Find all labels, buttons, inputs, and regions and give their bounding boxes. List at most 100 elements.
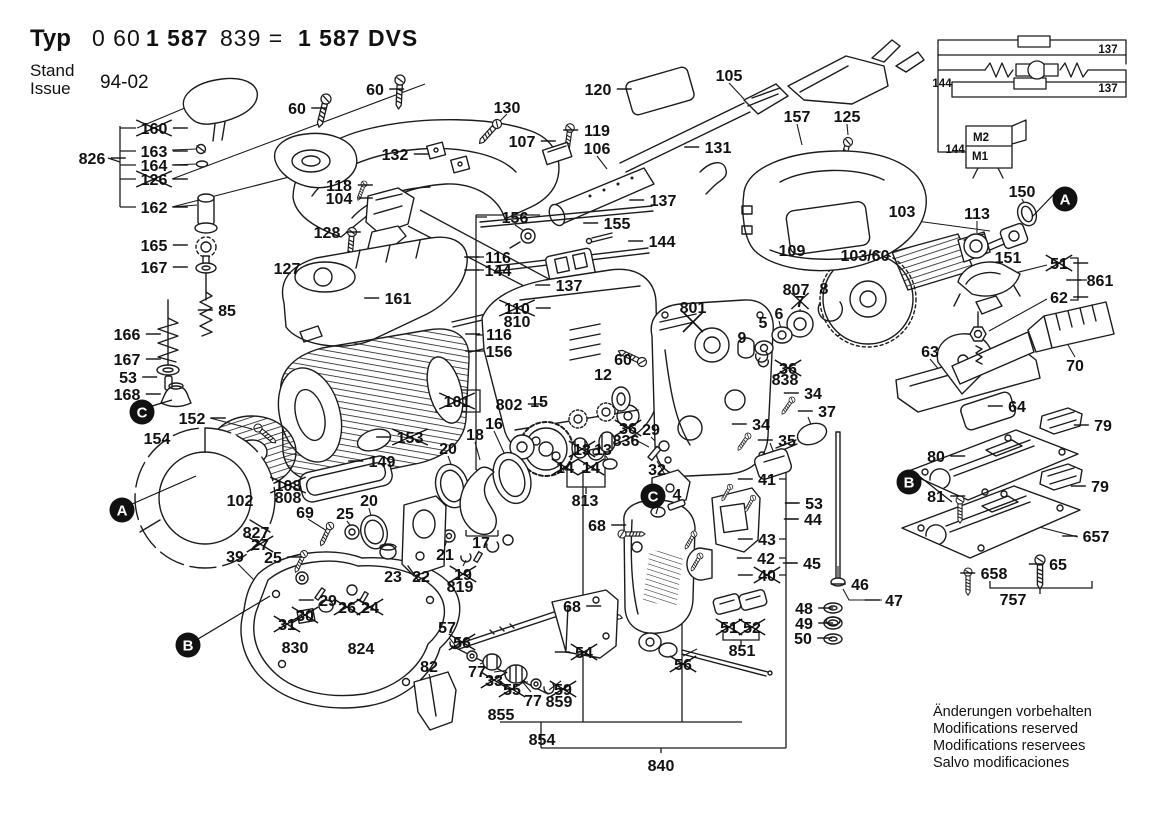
wiring-diagram: [937, 35, 1127, 179]
screw-69-icon: [316, 520, 336, 548]
part-label-167: 167: [114, 352, 141, 369]
part-label-25: 25: [264, 550, 282, 567]
note-de: Änderungen vorbehalten: [933, 703, 1092, 720]
part-label-826: 826: [79, 151, 106, 168]
marker-leader: [1031, 192, 1056, 218]
strike-mark: [356, 598, 384, 616]
section-marker-B-letter: B: [904, 475, 915, 492]
part-label-168: 168: [114, 387, 141, 404]
x-mark: [682, 311, 704, 333]
type-code-part3: 839 =: [220, 25, 283, 51]
section-marker-C-letter: C: [648, 489, 659, 506]
strike-mark: [333, 598, 361, 616]
part-label-144: 144: [932, 78, 952, 90]
strike-mark: [498, 299, 536, 317]
rod-46: [830, 431, 846, 587]
part-label-137: 137: [1098, 83, 1117, 95]
part-label-137: 137: [556, 278, 583, 295]
part-label-109: 109: [779, 243, 806, 260]
part-label-164: 164: [141, 158, 168, 175]
part-label-813: 813: [572, 493, 599, 510]
issue-date: 94-02: [100, 72, 149, 93]
part-label-48: 48: [795, 601, 813, 618]
part-label-42: 42: [757, 551, 775, 568]
rear-cap-127: [281, 236, 468, 347]
part-label-144: 144: [649, 234, 676, 251]
field-coil-102: [277, 328, 470, 483]
part-label-68: 68: [563, 599, 581, 616]
grommet-156: [509, 228, 536, 249]
strike-mark: [273, 615, 301, 633]
part-label-165: 165: [141, 238, 168, 255]
part-label-808: 808: [275, 490, 302, 507]
strike-mark: [774, 359, 802, 377]
knob-160: [182, 77, 259, 168]
part-label-45: 45: [803, 556, 821, 573]
part-label-658: 658: [981, 566, 1008, 583]
part-label-29: 29: [642, 422, 660, 439]
part-label-130: 130: [494, 100, 521, 117]
part-label-810: 810: [504, 314, 531, 331]
screw-65-icon: [1034, 554, 1046, 590]
part-label-104: 104: [326, 191, 353, 208]
part-label-5: 5: [759, 315, 768, 332]
section-marker-A-letter: A: [1060, 192, 1071, 209]
part-label-120: 120: [585, 82, 612, 99]
gasket-151: [999, 222, 1029, 250]
strike-mark: [753, 566, 781, 584]
pinions-813: [568, 402, 616, 459]
strike-mark: [614, 419, 642, 437]
label-plate-120: [625, 66, 695, 116]
part-label-79: 79: [1091, 479, 1109, 496]
part-label-62: 62: [1050, 290, 1068, 307]
part-label-155: 155: [604, 216, 631, 233]
strike-mark: [448, 633, 476, 651]
strike-mark: [391, 428, 429, 446]
ring-16: [492, 451, 532, 505]
washer-164-icon: [195, 160, 209, 168]
plates-51-52: [712, 589, 768, 615]
knob-37: [775, 422, 828, 453]
block-35: [753, 448, 793, 480]
clamp-79b: [1039, 463, 1083, 491]
typ-label: Typ: [30, 25, 71, 52]
part-label-80: 80: [927, 449, 945, 466]
washers-48-49-50: [823, 602, 843, 645]
part-label-859: 859: [546, 694, 573, 711]
screw-34-icon: [779, 395, 797, 417]
strike-mark: [291, 606, 319, 624]
part-label-137: 137: [1098, 44, 1117, 56]
marker-leader: [918, 475, 953, 503]
part-label-657: 657: [1083, 529, 1110, 546]
part-label-154: 154: [144, 431, 171, 448]
part-label-60: 60: [614, 352, 632, 369]
counterweight-70: [1027, 301, 1115, 353]
part-label-807: 807: [783, 282, 810, 299]
strike-mark: [135, 170, 173, 188]
part-label-68: 68: [588, 518, 606, 535]
part-label-7: 7: [796, 294, 805, 311]
washer-12: [611, 386, 631, 412]
strike-mark: [738, 618, 766, 636]
strike-mark: [570, 643, 598, 661]
part-label-18: 18: [466, 427, 484, 444]
strike-mark: [549, 680, 577, 698]
washer-167a: [195, 262, 217, 301]
part-label-157: 157: [784, 109, 811, 126]
base-plate-80: [905, 429, 1079, 501]
gear-housing-801: [650, 299, 774, 477]
part-label-12: 12: [594, 367, 612, 384]
screw-60-icon: [313, 92, 333, 130]
part-label-103: 103: [889, 204, 916, 221]
part-label-29: 29: [319, 593, 337, 610]
spring-85-icon: [199, 291, 213, 337]
part-label-851: 851: [729, 643, 756, 660]
part-label-131: 131: [705, 140, 732, 157]
title-block: Typ 0 60 1 587 839 = 1 587 DVS Stand Iss…: [30, 25, 417, 98]
part-label-836: 836: [613, 433, 640, 450]
part-label-13: 13: [594, 442, 612, 459]
part-label-152: 152: [179, 411, 206, 428]
type-code-part1: 0 60: [92, 25, 141, 51]
